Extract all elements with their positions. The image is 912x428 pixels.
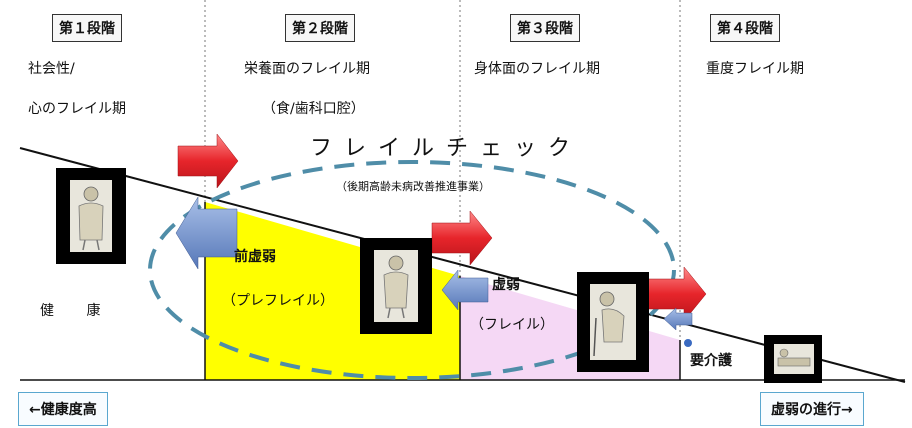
frail-label: 虚弱 [492,277,520,293]
photo-frail-elder [577,272,649,372]
stage-2-desc-line2: （食/歯科口腔） [262,101,365,117]
arrow-forward-3 [645,266,707,322]
stage-1-desc-line1: 社会性/ [28,61,75,77]
stage-1-badge: 第１段階 [52,14,122,42]
prefrail-block [205,202,460,380]
stage-2-badge: 第２段階 [285,14,355,42]
stage-3-desc-line1: 身体面のフレイル期 [474,61,600,77]
photo-prefrail-elder [360,238,432,334]
arrow-forward-1 [177,133,239,189]
stage-2-desc-line1: 栄養面のフレイル期 [244,61,370,77]
arrow-back-2 [441,269,489,311]
frail-check-project: （後期高齢未病改善推進事業） [336,180,490,193]
care-label: 要介護 [690,353,732,369]
photo-healthy-elder [56,168,126,264]
frail-check-title: フレイルチェック [310,136,583,161]
frail-check-ellipse [148,160,676,380]
prefrail-label: 前虚弱 [234,249,276,265]
stage-4-badge: 第４段階 [710,14,780,42]
arrow-back-3 [663,307,693,331]
stage-1-desc-line2: 心のフレイル期 [28,101,126,117]
arrow-forward-2 [431,210,493,266]
prefrail-sublabel: （プレフレイル） [222,293,334,309]
stage-4-desc-line1: 重度フレイル期 [706,61,804,77]
frailty-progress-label: 虚弱の進行→ [760,392,864,426]
arrow-back-1 [175,196,238,270]
stage-3-badge: 第３段階 [510,14,580,42]
marker-dot [684,339,692,347]
healthy-label: 健 康 [40,303,115,319]
frail-sublabel: （フレイル） [470,317,554,333]
decline-line [19,147,906,383]
health-high-label: ←健康度高 [18,392,108,426]
photo-care-bed [764,335,822,383]
